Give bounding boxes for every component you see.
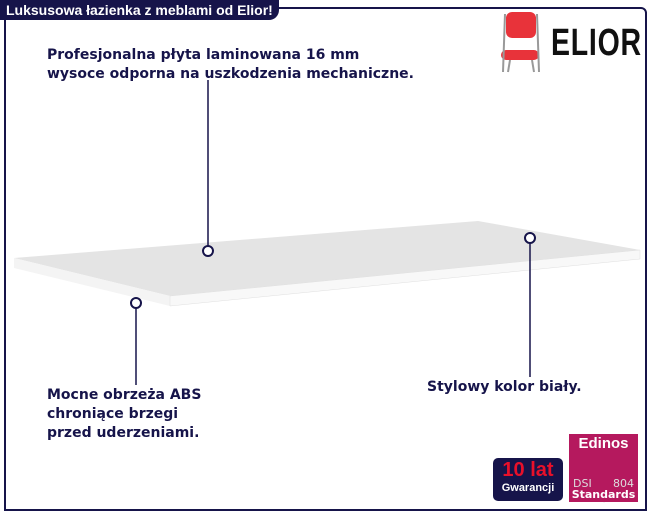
feature-abs-line3: przed uderzeniami. bbox=[47, 425, 200, 441]
edinos-standards: Standards bbox=[571, 488, 636, 501]
callout-dot-2 bbox=[130, 297, 142, 309]
red-chair-icon bbox=[501, 12, 540, 73]
board-front-edge bbox=[14, 258, 170, 306]
board-side-edge bbox=[169, 249, 641, 307]
feature-laminate-line1: Profesjonalna płyta laminowana 16 mm bbox=[47, 47, 360, 63]
callout-dot-1 bbox=[202, 245, 214, 257]
feature-white-color: Stylowy kolor biały. bbox=[427, 379, 582, 395]
header-title: Luksusowa łazienka z meblami od Elior! bbox=[0, 0, 279, 20]
feature-abs-line2: chroniące brzegi bbox=[47, 406, 179, 422]
feature-laminate-line2: wysoce odporna na uszkodzenia mechaniczn… bbox=[47, 66, 414, 82]
edinos-title: Edinos bbox=[578, 435, 629, 452]
brand-logo-text: ELIOR bbox=[551, 22, 642, 64]
warranty-badge: 10 lat Gwarancji bbox=[493, 458, 563, 501]
edinos-number: 804 bbox=[613, 477, 634, 490]
callout-dot-3 bbox=[524, 232, 536, 244]
feature-abs-line1: Mocne obrzeża ABS bbox=[47, 387, 202, 403]
edinos-badge: Edinos DSI 804 Standards bbox=[569, 434, 638, 502]
warranty-years: 10 lat bbox=[502, 459, 554, 481]
board-top bbox=[14, 221, 640, 296]
edinos-dsi: DSI bbox=[573, 477, 592, 490]
frame-border bbox=[4, 7, 647, 511]
warranty-label: Gwarancji bbox=[501, 482, 555, 494]
feature-abs-edges: Mocne obrzeża ABS chroniące brzegi przed u… bbox=[47, 386, 201, 443]
feature-laminate: Profesjonalna płyta laminowana 16 mm wyso… bbox=[47, 46, 414, 84]
